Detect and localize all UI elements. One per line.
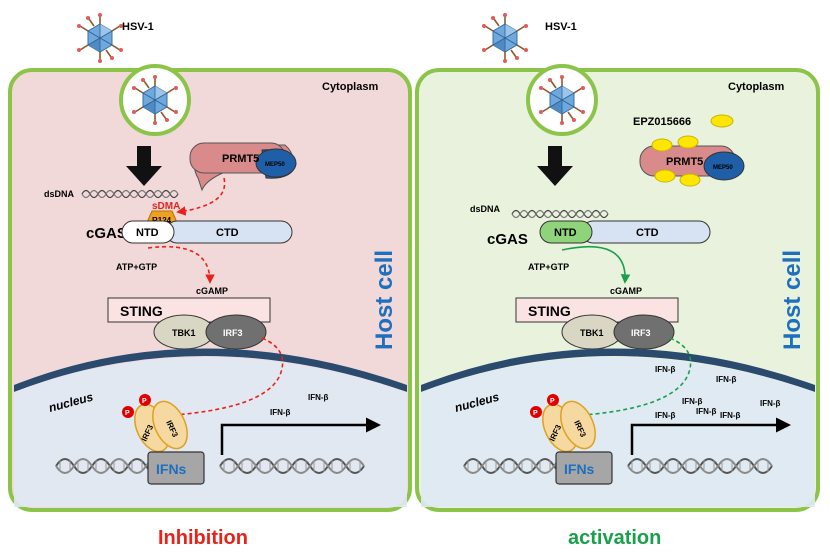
irf3-dimer-right: IRF3 IRF3 P P: [530, 394, 596, 453]
right-panel: HSV-1 Cytoplasm Host cell EPZ015666 PRMT…: [415, 12, 820, 512]
cytoplasm-label: Cytoplasm: [322, 81, 378, 93]
prmt5-label: PRMT5: [222, 153, 259, 165]
ifn-beta-label-r2: IFN-β: [716, 375, 737, 384]
nuclear-envelope: [14, 348, 407, 392]
inhibition-label: Inhibition: [158, 527, 248, 549]
hsv1-virus-icon: [76, 12, 124, 64]
ifn-beta-label-2: IFN-β: [308, 393, 329, 402]
nuclear-envelope-right: [421, 348, 815, 392]
atp-gtp-label-right: ATP+GTP: [528, 262, 569, 272]
phospho-group-b: [122, 406, 134, 418]
ifns-label-right: IFNs: [564, 461, 595, 477]
hsv1-virus-icon-right: [481, 12, 529, 64]
ctd-label-right: CTD: [636, 227, 659, 239]
phospho-label-a: P: [142, 398, 147, 405]
cytoplasm-label-right: Cytoplasm: [728, 81, 784, 93]
entry-arrow: [126, 146, 162, 186]
ifns-gene: [147, 451, 205, 485]
irf3-protein-right: [613, 314, 675, 350]
ifn-beta-label-r3: IFN-β: [682, 397, 703, 406]
phospho-group-a: [139, 394, 151, 406]
irf3-protein: [205, 314, 267, 350]
cgamp-label: cGAMP: [196, 286, 228, 296]
dsdna-label: dsDNA: [44, 189, 75, 199]
cgas-label-right: cGAS: [487, 231, 528, 248]
irf3-label: IRF3: [223, 328, 243, 338]
mep50-label: MEP50: [265, 162, 285, 168]
entry-arrow-right: [537, 146, 573, 186]
cgas-label: cGAS: [86, 225, 127, 242]
dsdna-label-right: dsDNA: [470, 204, 501, 214]
ifn-beta-label-r6: IFN-β: [760, 399, 781, 408]
ctd-label: CTD: [216, 227, 239, 239]
ifns-label: IFNs: [156, 461, 187, 477]
tbk1-label-right: TBK1: [580, 328, 604, 338]
host-cell-label: Host cell: [371, 250, 398, 350]
atp-gtp-label: ATP+GTP: [116, 262, 157, 272]
prmt5-label-right: PRMT5: [666, 156, 703, 168]
ifn-beta-label-r4: IFN-β: [655, 411, 676, 420]
activation-label: activation: [568, 527, 661, 549]
sting-label-right: STING: [528, 303, 571, 319]
phospho-label-right-b: P: [533, 410, 538, 417]
cgas-ntd-right: [539, 220, 593, 244]
ntd-label-right: NTD: [554, 227, 577, 239]
ifn-beta-label-r7: IFN-β: [696, 407, 717, 416]
virus-label-right: HSV-1: [545, 21, 577, 33]
ntd-label: NTD: [136, 227, 159, 239]
cgamp-label-right: cGAMP: [610, 286, 642, 296]
prmt5-mep50-complex: PRMT5 MEP50: [189, 142, 297, 192]
catalysis-arrow-right: [561, 246, 631, 284]
left-panel: HSV-1 Cytoplasm Host cell dsDNA PRMT5 ME…: [8, 12, 412, 512]
transcription-arrow: [220, 417, 381, 455]
transcription-arrow-right: [630, 417, 791, 455]
virus-label: HSV-1: [122, 21, 154, 33]
drug-molecule-icon: [710, 114, 734, 128]
tbk1-label: TBK1: [172, 328, 196, 338]
nucleus-region-right: [421, 357, 815, 507]
ifn-beta-label-r5: IFN-β: [720, 411, 741, 420]
ifn-beta-label-r1: IFN-β: [655, 365, 676, 374]
irf3-dimer: IRF3 IRF3 P P: [122, 394, 188, 453]
sting-label: STING: [120, 303, 163, 319]
cgas-ntd: [121, 220, 175, 244]
irf3-label-right: IRF3: [631, 328, 651, 338]
drug-label: EPZ015666: [633, 116, 691, 128]
phospho-label-right-a: P: [550, 398, 555, 405]
phospho-group-right-a: [547, 394, 559, 406]
sdma-label: sDMA: [152, 201, 180, 212]
nucleus-region: [14, 357, 407, 507]
phospho-group-right-b: [530, 406, 542, 418]
prmt5-mep50-complex-right: PRMT5 MEP50: [639, 135, 745, 187]
ifn-beta-label-1: IFN-β: [270, 408, 291, 417]
phospho-label-b: P: [125, 410, 130, 417]
host-cell-label-right: Host cell: [779, 250, 806, 350]
ifns-gene-right: [555, 451, 613, 485]
mep50-label-right: MEP50: [713, 165, 733, 171]
